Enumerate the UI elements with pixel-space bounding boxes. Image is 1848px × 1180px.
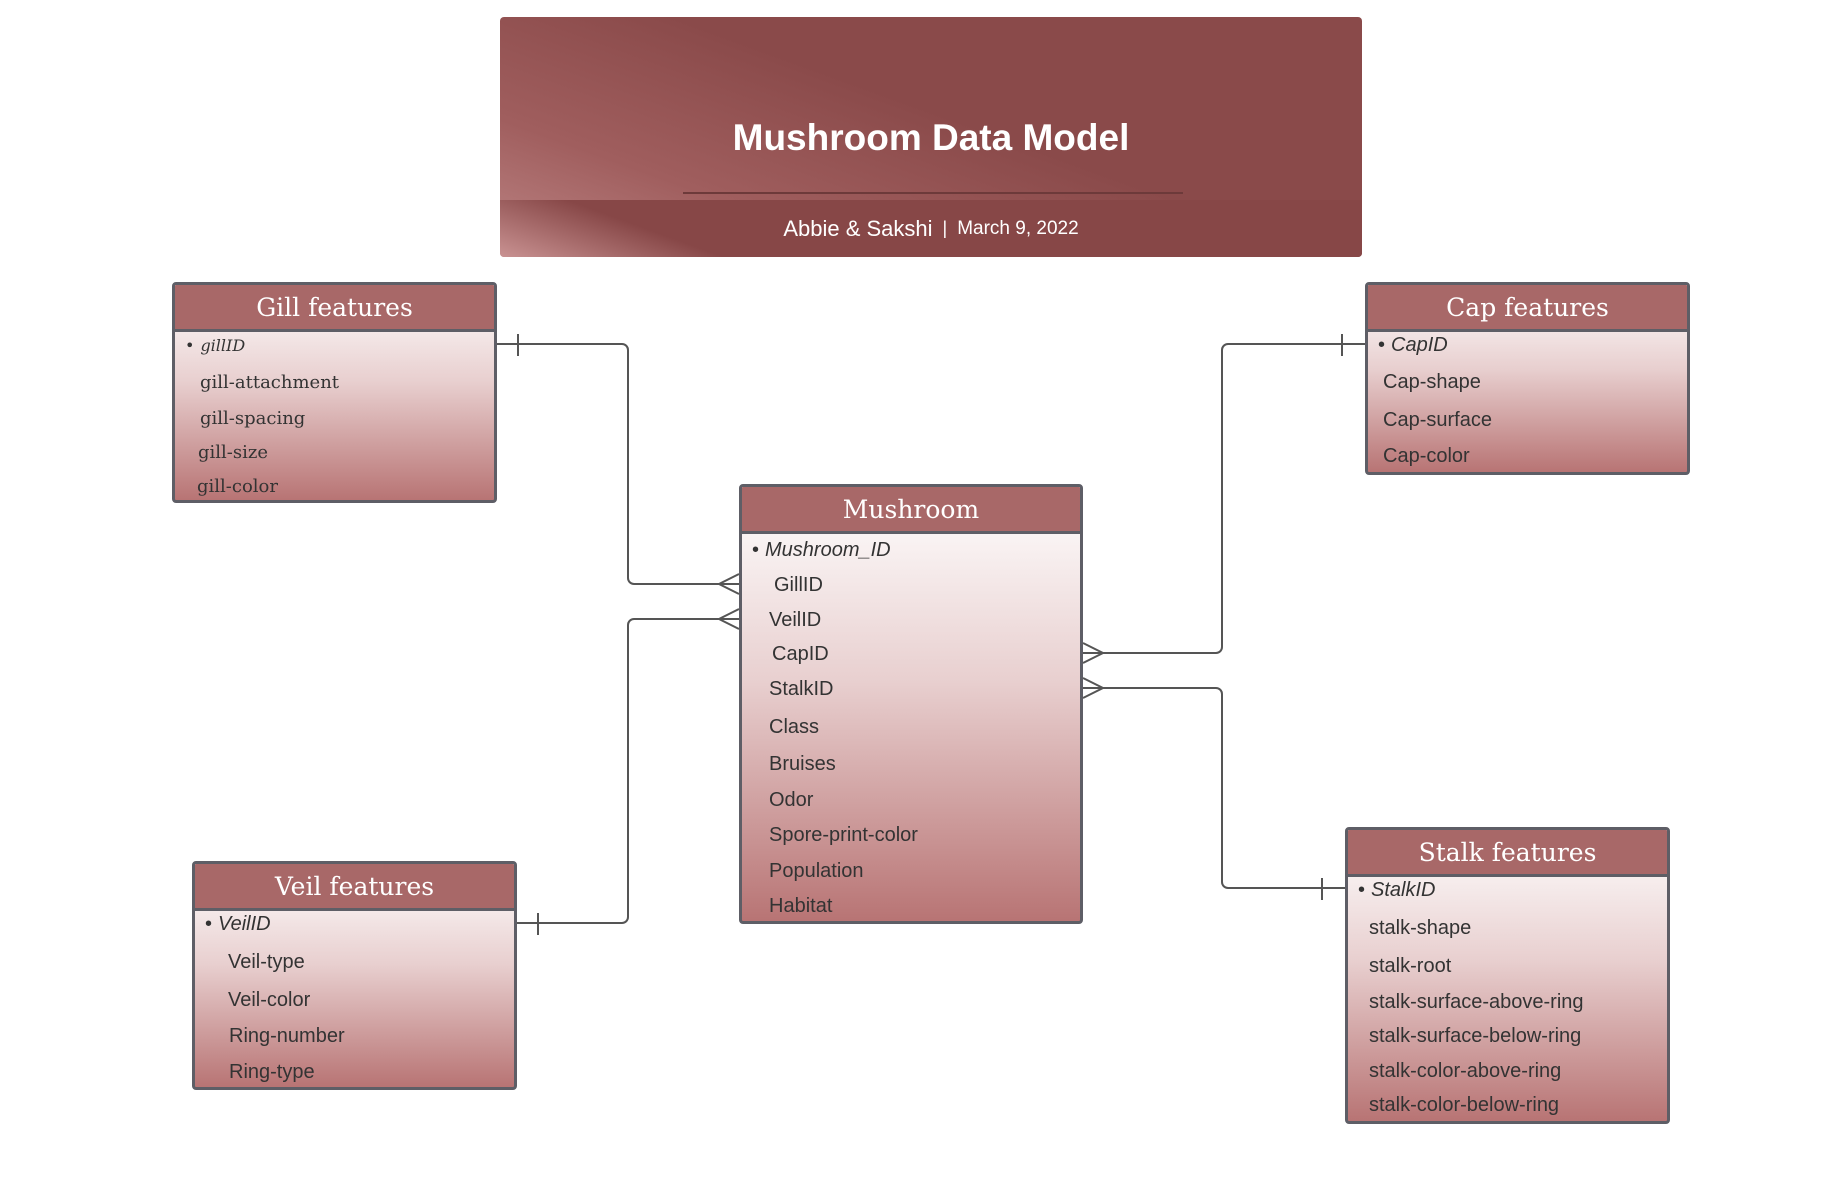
entity-field: Habitat xyxy=(769,895,833,917)
entity-field: Bruises xyxy=(769,753,836,775)
title-block: Mushroom Data Model Abbie & Sakshi | Mar… xyxy=(500,17,1362,257)
connector-mushroom-cap xyxy=(1083,343,1365,654)
entity-field: gill-color xyxy=(197,476,278,497)
entity-field: stalk-shape xyxy=(1369,917,1472,939)
entity-stalk-features[interactable]: Stalk features •StalkID stalk-shape stal… xyxy=(1345,827,1670,1124)
entity-field: gill-spacing xyxy=(200,408,306,429)
entity-header: Cap features xyxy=(1368,285,1687,332)
connector-veil-mushroom xyxy=(517,618,739,924)
entity-field: Veil-type xyxy=(228,951,305,973)
entity-field: stalk-color-below-ring xyxy=(1369,1094,1560,1116)
primary-key-field: •gillID xyxy=(185,336,246,355)
entity-field: stalk-surface-above-ring xyxy=(1369,991,1584,1013)
title-subbar: Abbie & Sakshi | March 9, 2022 xyxy=(500,200,1362,257)
entity-field: Ring-type xyxy=(229,1061,315,1083)
primary-key-field: •VeilID xyxy=(205,913,271,935)
entity-field: gill-size xyxy=(198,442,269,463)
entity-field: Veil-color xyxy=(228,989,311,1011)
entity-field: Cap-shape xyxy=(1383,371,1481,393)
entity-field: Odor xyxy=(769,789,814,811)
connector-gill-mushroom xyxy=(497,343,739,585)
crowsfoot-stalk xyxy=(1082,677,1106,699)
entity-field: Cap-color xyxy=(1383,445,1470,467)
entity-field: stalk-surface-below-ring xyxy=(1369,1025,1582,1047)
entity-field: Ring-number xyxy=(229,1025,345,1047)
entity-gill-features[interactable]: Gill features •gillID gill-attachment gi… xyxy=(172,282,497,503)
entity-header: Mushroom xyxy=(742,487,1080,534)
entity-header: Stalk features xyxy=(1348,830,1667,877)
date-text: March 9, 2022 xyxy=(957,217,1079,239)
entity-veil-features[interactable]: Veil features •VeilID Veil-type Veil-col… xyxy=(192,861,517,1090)
primary-key-field: •Mushroom_ID xyxy=(752,539,891,561)
entity-field: gill-attachment xyxy=(200,372,340,393)
crowsfoot-veil xyxy=(716,608,740,630)
entity-field: CapID xyxy=(772,643,829,665)
entity-header: Gill features xyxy=(175,285,494,332)
primary-key-field: •StalkID xyxy=(1358,879,1436,901)
entity-field: VeilID xyxy=(769,609,822,631)
separator-text: | xyxy=(942,218,948,238)
diagram-title: Mushroom Data Model xyxy=(732,117,1130,158)
authors-text: Abbie & Sakshi xyxy=(783,215,933,241)
primary-key-field: •CapID xyxy=(1378,334,1448,356)
connector-mushroom-stalk xyxy=(1083,687,1345,889)
entity-field: Class xyxy=(769,716,820,738)
entity-cap-features[interactable]: Cap features •CapID Cap-shape Cap-surfac… xyxy=(1365,282,1690,475)
entity-field: Spore-print-color xyxy=(769,824,918,846)
entity-header: Veil features xyxy=(195,864,514,911)
title-divider xyxy=(683,192,1183,194)
entity-field: GillID xyxy=(774,574,823,596)
entity-field: StalkID xyxy=(769,678,834,700)
entity-mushroom[interactable]: Mushroom •Mushroom_ID GillID VeilID CapI… xyxy=(739,484,1083,924)
entity-field: stalk-root xyxy=(1369,955,1452,977)
entity-field: Population xyxy=(769,860,864,882)
entity-field: Cap-surface xyxy=(1383,409,1492,431)
crowsfoot-cap xyxy=(1082,642,1106,664)
crowsfoot-gill xyxy=(716,573,740,595)
entity-field: stalk-color-above-ring xyxy=(1369,1060,1562,1082)
